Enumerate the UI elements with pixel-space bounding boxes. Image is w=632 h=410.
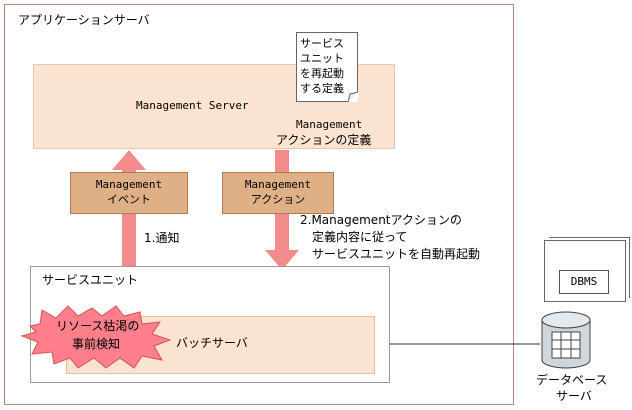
management-event-box: Management イベント <box>70 172 188 214</box>
detection-burst-shape <box>20 305 172 369</box>
dbms-box: DBMS <box>559 270 609 294</box>
burst-label-line2: 事前検知 <box>72 337 121 351</box>
restart-label-line2: 定義内容に従って <box>312 230 408 244</box>
database-cylinder-icon <box>541 311 591 369</box>
action-box-line2: アクション <box>250 193 306 206</box>
action-definition-label-line2: アクションの定義 <box>276 133 372 147</box>
event-box-line1: Management <box>95 178 163 191</box>
action-definition-label-line1: Management <box>296 118 363 131</box>
event-box-line2: イベント <box>107 193 151 206</box>
action-box-line1: Management <box>244 178 312 191</box>
batch-server-label: バッチサーバ <box>176 336 248 350</box>
note-line-1: サービス <box>300 37 344 50</box>
service-unit-label: サービスユニット <box>42 273 139 287</box>
note-line-3: を再起動 <box>300 67 344 80</box>
restart-label-line3: サービスユニットを自動再起動 <box>312 247 481 261</box>
notify-label: 1.通知 <box>144 231 180 245</box>
application-server-label: アプリケーションサーバ <box>18 13 150 27</box>
management-action-box: Management アクション <box>222 172 334 214</box>
burst-label-line1: リソース枯渇の <box>56 319 140 333</box>
note-line-2: ユニット <box>300 52 344 65</box>
restart-definition-note: サービス ユニット を再起動 する定義 <box>296 32 358 102</box>
restart-label-line1: 2.Managementアクションの <box>300 213 462 227</box>
database-server-caption-line2: サーバ <box>556 389 592 403</box>
management-server-label: Management Server <box>136 99 249 112</box>
note-fold-corner <box>348 92 358 102</box>
database-server-caption-line1: データベース <box>536 373 608 387</box>
note-line-4: する定義 <box>300 82 344 95</box>
